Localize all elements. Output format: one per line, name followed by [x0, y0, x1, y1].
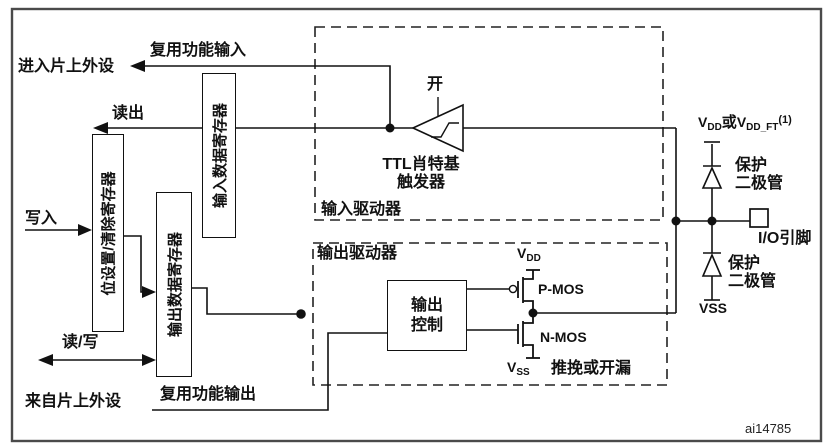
wire-af-input [144, 65, 391, 128]
nmos-icon [517, 313, 540, 359]
push-pull-label: 推挽或开漏 [551, 360, 632, 377]
arrowhead-left-icon [130, 60, 145, 72]
pmos-label: P-MOS [538, 281, 584, 297]
vdd-or-vddft-label: VDD或VDD_FT(1) [698, 114, 792, 133]
input-driver-label: 输入驱动器 [321, 201, 402, 218]
io-pin-label: I/O引脚 [758, 230, 812, 247]
junction-dots [296, 123, 717, 319]
vss-diode-label: VSS [699, 300, 728, 316]
input-driver-dashed-box [314, 26, 664, 221]
outer-border [10, 7, 823, 443]
wire-bsr-to-odr [123, 235, 144, 293]
vss-label: VSS [507, 359, 530, 378]
output-control-box: 输出 控制 [387, 280, 467, 351]
schmitt-trigger-icon [411, 97, 464, 153]
output-driver-label: 输出驱动器 [317, 245, 398, 262]
af-output-label: 复用功能输出 [160, 386, 257, 403]
output-control-label-line2: 控制 [410, 316, 443, 334]
arrowhead-right-icon [78, 224, 92, 236]
figure-code: ai14785 [745, 421, 792, 436]
junction-dot [385, 123, 395, 133]
arrowhead-left-icon [93, 122, 108, 134]
protection-diode-bottom-icon [701, 221, 723, 301]
arrowhead-right-icon [142, 354, 156, 366]
io-pad [749, 208, 769, 228]
ttl-schmitt-label-line2: 触发器 [396, 173, 445, 191]
read-label: 读出 [112, 105, 145, 122]
hysteresis-icon [431, 122, 459, 138]
wire-af-output [152, 332, 387, 411]
ttl-schmitt-label-line1: TTL肖特基 [382, 156, 460, 173]
from-peripheral-label: 来自片上外设 [25, 393, 122, 410]
bit-set-reset-register-label: 位设置/清除寄存器 [100, 170, 118, 296]
protection-diode-bottom-label: 保护 二极管 [728, 255, 777, 290]
arrowheads [38, 60, 156, 366]
pmos-icon [508, 269, 540, 313]
input-data-register-box: 输入数据寄存器 [202, 73, 236, 238]
bit-set-reset-register-box: 位设置/清除寄存器 [92, 134, 124, 332]
output-control-label-line1: 输出 [410, 297, 443, 315]
output-data-register-box: 输出数据寄存器 [156, 192, 192, 377]
arrowhead-right-icon [142, 286, 156, 298]
input-data-register-label: 输入数据寄存器 [211, 102, 229, 209]
junction-dot [296, 309, 306, 319]
af-input-label: 复用功能输入 [150, 42, 247, 59]
junction-dot [528, 308, 538, 318]
junction-dot [707, 216, 717, 226]
output-data-register-label: 输出数据寄存器 [166, 231, 184, 338]
vdd-label: VDD [517, 245, 541, 264]
wire-odr-out [192, 287, 299, 315]
arrowhead-left-icon [38, 354, 53, 366]
write-label: 写入 [25, 210, 58, 227]
ttl-schmitt-label: TTL肖特基 触发器 [361, 156, 481, 191]
to-peripheral-label: 进入片上外设 [18, 58, 115, 75]
protection-diode-top-label: 保护 二极管 [735, 157, 784, 192]
schmitt-on-label: 开 [427, 76, 444, 93]
junction-dot [671, 216, 681, 226]
read-write-label: 读/写 [62, 334, 99, 351]
output-driver-dashed-box [312, 242, 668, 386]
protection-diode-top-icon [701, 141, 723, 221]
nmos-label: N-MOS [540, 329, 587, 345]
